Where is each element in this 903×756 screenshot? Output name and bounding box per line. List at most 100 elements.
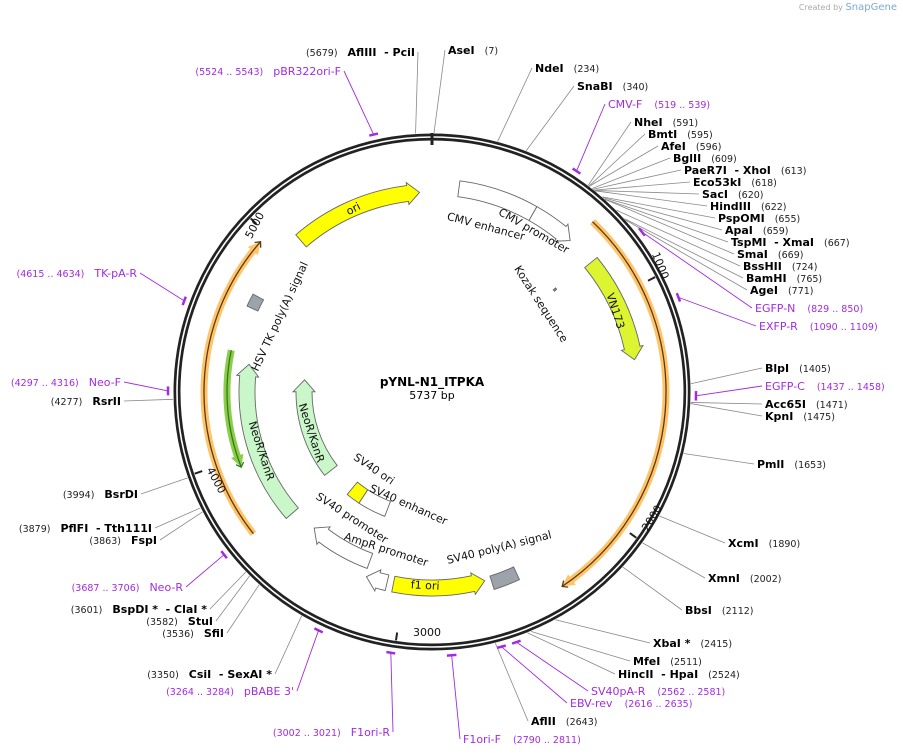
site-apai[interactable]: ApaI(659): [603, 197, 788, 237]
primer-neo-f[interactable]: (4297 .. 4316)Neo-F: [11, 376, 170, 396]
site-bsrdi[interactable]: (3994)BsrDI: [63, 477, 188, 501]
site-xmni[interactable]: XmnI(2002): [642, 542, 782, 585]
site-name: SfiI: [204, 627, 224, 640]
site-kpni[interactable]: KpnI(1475): [690, 403, 835, 423]
site-name: XbaI *: [653, 637, 691, 650]
site-pspomi[interactable]: PspOMI(655): [602, 196, 800, 225]
primer-mark: [313, 627, 324, 634]
site-csii-sexai[interactable]: (3350)CsiI - SexAI *: [147, 615, 303, 681]
tick-label: 3000: [413, 626, 441, 639]
snapgene-logo: SnapGene: [845, 2, 897, 13]
site-pmli[interactable]: PmlI(1653): [683, 453, 826, 471]
primer-range: (1090 .. 1109): [810, 322, 878, 333]
site-bspdi-clai[interactable]: (3601)BspDI * - ClaI *: [71, 571, 247, 616]
primer-name: EGFP-C: [765, 380, 805, 393]
primer-range: (3264 .. 3284): [166, 687, 234, 698]
site-leader-line: [622, 566, 683, 611]
primer-egfp-c[interactable]: EGFP-C(1437 .. 1458): [694, 380, 885, 401]
feature-sv40-ori: [346, 481, 369, 504]
site-label: BbsI(2112): [685, 604, 754, 617]
orf-arc: [226, 350, 242, 468]
site-label: PaeR7I - XhoI(613): [684, 164, 806, 177]
primer-pbabe-3[interactable]: (3264 .. 3284)pBABE 3': [166, 627, 324, 698]
site-name: AgeI: [750, 284, 778, 297]
site-snabi[interactable]: SnaBI(340): [525, 80, 648, 151]
site-layer: AseI(7)NdeI(234)SnaBI(340) NheI(591)BmtI(…: [19, 44, 850, 728]
site-pflfi-tth111i[interactable]: (3879)PflFI - Tth111I: [19, 507, 201, 535]
primer-sv40pa-r[interactable]: SV40pA-R(2562 .. 2581): [511, 639, 725, 698]
site-aflii[interactable]: AflII(2643): [494, 642, 597, 728]
site-leader-line: [159, 511, 203, 541]
site-label: (3994)BsrDI: [63, 488, 138, 501]
site-eco53ki[interactable]: Eco53kI(618): [594, 176, 777, 191]
site-smai[interactable]: SmaI(669): [605, 199, 803, 261]
primer-exfp-r[interactable]: EXFP-R(1090 .. 1109): [675, 292, 878, 333]
site-leader-line: [594, 181, 691, 191]
primer-tk-pa-r[interactable]: (4615 .. 4634)TK-pA-R: [17, 267, 187, 306]
site-paer7i-xhoi[interactable]: PaeR7I - XhoI(613): [593, 164, 806, 190]
site-hincii-hpai[interactable]: HincII - HpaI(2524): [527, 632, 740, 681]
site-tspmi-xmai[interactable]: TspMI - XmaI(667): [604, 198, 850, 249]
primer-range: (5524 .. 5543): [195, 67, 263, 78]
site-leader-line: [625, 219, 748, 291]
primer-leader-line: [695, 385, 763, 397]
site-stui[interactable]: (3582)StuI: [146, 575, 250, 628]
site-bsshii[interactable]: BssHII(724): [616, 209, 818, 273]
site-nhei[interactable]: NheI(591): [587, 116, 698, 186]
primer-leader-line: [501, 646, 568, 704]
site-asei[interactable]: AseI(7): [433, 44, 498, 134]
primer-f1ori-r[interactable]: (3002 .. 3021)F1ori-R: [273, 650, 396, 739]
primer-egfp-n[interactable]: EGFP-N(829 .. 850): [638, 227, 863, 315]
site-position: (1471): [816, 400, 848, 411]
site-label: SnaBI(340): [577, 80, 648, 93]
site-leader-line: [593, 169, 682, 190]
primer-neo-r[interactable]: (3687 .. 3706)Neo-R: [72, 550, 228, 594]
site-bmti[interactable]: BmtI(595): [588, 128, 713, 187]
site-name: PaeR7I - XhoI: [684, 164, 771, 177]
site-afliii-pcii[interactable]: (5679)AflIII - PciI: [306, 46, 419, 134]
site-label: (5679)AflIII - PciI: [306, 46, 415, 59]
site-bamhi[interactable]: BamHI(765): [624, 218, 822, 285]
site-sfii[interactable]: (3536)SfiI: [162, 584, 260, 640]
site-fspi[interactable]: (3863)FspI: [89, 511, 203, 547]
feature-ori: [295, 181, 421, 248]
primer-leader-line: [343, 70, 375, 135]
site-acc65i[interactable]: Acc65I(1471): [690, 398, 848, 411]
site-label: AfeI(596): [661, 140, 721, 153]
site-name: XcmI: [728, 537, 759, 550]
site-hindiii[interactable]: HindIII(622): [595, 190, 787, 213]
site-leader-line: [595, 190, 708, 207]
site-label: XmnI(2002): [708, 572, 781, 585]
site-bglii[interactable]: BglII(609): [592, 152, 737, 189]
site-leader-line: [690, 403, 763, 417]
site-afei[interactable]: AfeI(596): [589, 140, 721, 187]
primer-range: (2562 .. 2581): [657, 687, 725, 698]
site-agei[interactable]: AgeI(771): [625, 219, 814, 297]
primer-f1ori-f[interactable]: F1ori-F(2790 .. 2811): [446, 653, 581, 746]
site-position: (5679): [306, 48, 338, 59]
site-ndei[interactable]: NdeI(234): [497, 62, 600, 142]
site-leader-line: [140, 477, 188, 495]
primer-ebv-rev[interactable]: EBV-rev(2616 .. 2635): [496, 644, 692, 710]
site-saci[interactable]: SacI(620): [594, 188, 764, 201]
site-leader-line: [497, 67, 533, 142]
site-name: AseI: [448, 44, 475, 57]
primer-pbr322ori-f[interactable]: (5524 .. 5543)pBR322ori-F: [195, 65, 379, 137]
primer-label: (3002 .. 3021)F1ori-R: [273, 726, 390, 739]
site-leader-line: [415, 51, 419, 134]
site-blpi[interactable]: BlpI(1405): [690, 362, 831, 385]
site-bbsi[interactable]: BbsI(2112): [622, 566, 754, 617]
site-mfei[interactable]: MfeI(2511): [530, 631, 702, 668]
site-name: AflII: [531, 715, 556, 728]
plasmid-name: pYNL-N1_ITPKA: [380, 375, 485, 390]
site-xcmi[interactable]: XcmI(1890): [659, 515, 800, 550]
primer-name: Neo-F: [89, 376, 121, 389]
primer-leader-line: [678, 296, 757, 327]
site-rsrii[interactable]: (4277)RsrII: [51, 395, 174, 408]
site-name: PmlI: [757, 458, 784, 471]
site-xbai[interactable]: XbaI *(2415): [555, 619, 732, 650]
primer-cmv-f[interactable]: CMV-F(519 .. 539): [571, 98, 710, 175]
tick-mark: [647, 276, 656, 282]
primer-leader-line: [185, 554, 225, 588]
site-leader-line: [594, 190, 700, 195]
